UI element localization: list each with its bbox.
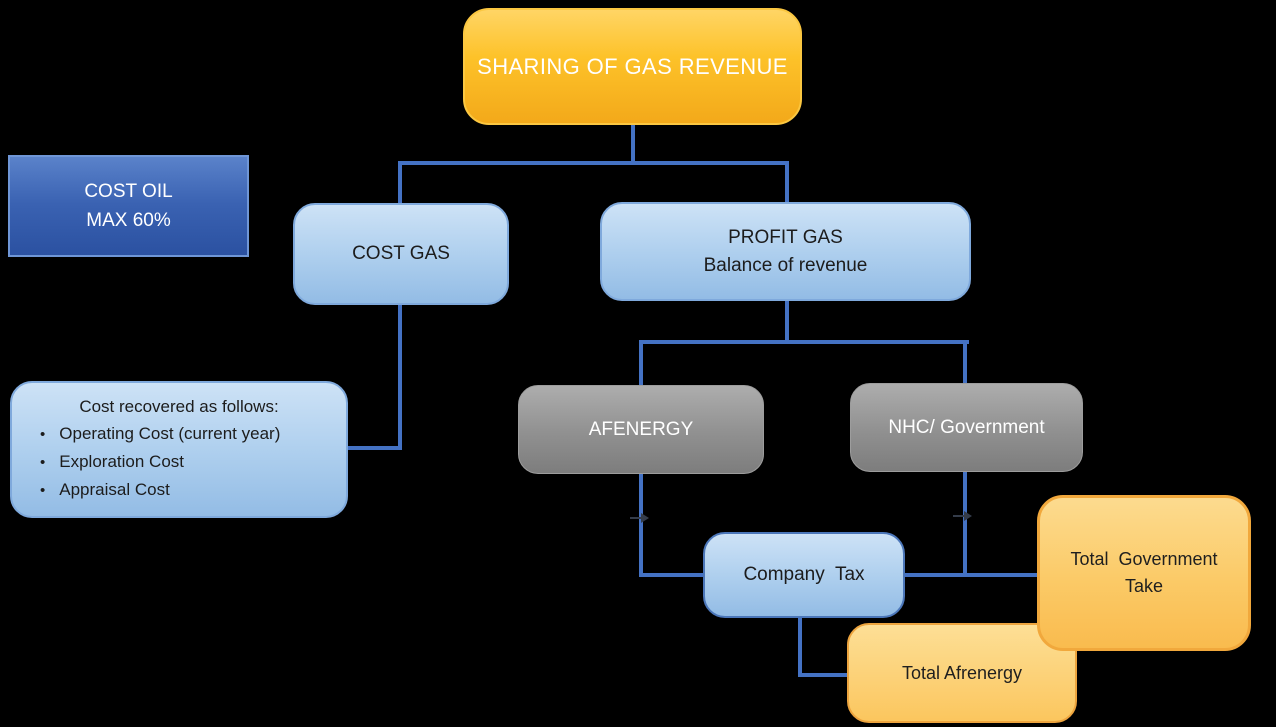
node-label-line2: Balance of revenue bbox=[703, 254, 868, 276]
list-item: • Exploration Cost bbox=[40, 448, 332, 476]
node-label: NHC/ Government bbox=[888, 416, 1045, 438]
connector-tax-down bbox=[798, 616, 802, 677]
connector-title-down bbox=[631, 125, 635, 163]
arrow-stem-icon bbox=[630, 517, 642, 519]
node-label-line1: PROFIT GAS bbox=[728, 226, 843, 248]
list-item: • Appraisal Cost bbox=[40, 476, 332, 504]
connector-to-total-afrenergy bbox=[798, 673, 850, 677]
node-label: SHARING OF GAS REVENUE bbox=[477, 53, 788, 79]
list-item-text: Exploration Cost bbox=[59, 452, 184, 471]
node-total-afrenergy: Total Afrenergy bbox=[847, 623, 1077, 723]
node-profit-gas: PROFIT GAS Balance of revenue bbox=[600, 202, 971, 301]
node-label: Total Afrenergy bbox=[901, 662, 1023, 683]
connector-to-profit-gas bbox=[785, 161, 789, 205]
node-cost-gas: COST GAS bbox=[293, 203, 509, 305]
list-item: • Operating Cost (current year) bbox=[40, 420, 332, 448]
node-total-government-take: Total Government Take bbox=[1037, 495, 1251, 651]
connector-mid-horizontal bbox=[639, 340, 969, 344]
node-afenergy: AFENERGY bbox=[518, 385, 764, 474]
node-nhc-government: NHC/ Government bbox=[850, 383, 1083, 472]
node-cost-oil-max: COST OIL MAX 60% bbox=[8, 155, 249, 257]
node-cost-recovered: Cost recovered as follows: • Operating C… bbox=[10, 381, 348, 518]
flow-arrow-icon bbox=[630, 512, 650, 524]
node-label-line1: Total Government bbox=[1070, 549, 1218, 569]
bullet-icon: • bbox=[40, 426, 46, 443]
node-label-line2: MAX 60% bbox=[86, 210, 171, 231]
bullet-icon: • bbox=[40, 454, 46, 471]
node-label: Company Tax bbox=[743, 564, 865, 586]
flow-arrow-icon bbox=[953, 510, 973, 522]
connector-to-cost-gas bbox=[398, 161, 402, 205]
list-item-text: Appraisal Cost bbox=[59, 480, 170, 499]
connector-profit-gas-down bbox=[785, 299, 789, 344]
arrow-head-icon bbox=[641, 513, 649, 523]
arrow-stem-icon bbox=[953, 515, 965, 517]
cost-recovered-header: Cost recovered as follows: bbox=[79, 397, 279, 416]
connector-afenergy-to-tax bbox=[639, 573, 705, 577]
node-label: COST GAS bbox=[352, 243, 450, 265]
node-label-line1: COST OIL bbox=[84, 180, 173, 202]
connector-top-horizontal bbox=[398, 161, 789, 165]
connector-tax-to-govtake bbox=[903, 573, 1039, 577]
node-sharing-of-gas-revenue: SHARING OF GAS REVENUE bbox=[463, 8, 802, 125]
connector-cost-gas-down bbox=[398, 303, 402, 450]
list-item-text: Operating Cost (current year) bbox=[59, 424, 281, 443]
arrow-head-icon bbox=[964, 511, 972, 521]
node-label-line2: Take bbox=[1124, 576, 1164, 596]
cost-recovered-list: • Operating Cost (current year) • Explor… bbox=[26, 420, 332, 504]
bullet-icon: • bbox=[40, 482, 46, 499]
node-label: AFENERGY bbox=[588, 418, 694, 440]
connector-elbow-to-cost-recovered bbox=[347, 446, 402, 450]
node-company-tax: Company Tax bbox=[703, 532, 905, 618]
